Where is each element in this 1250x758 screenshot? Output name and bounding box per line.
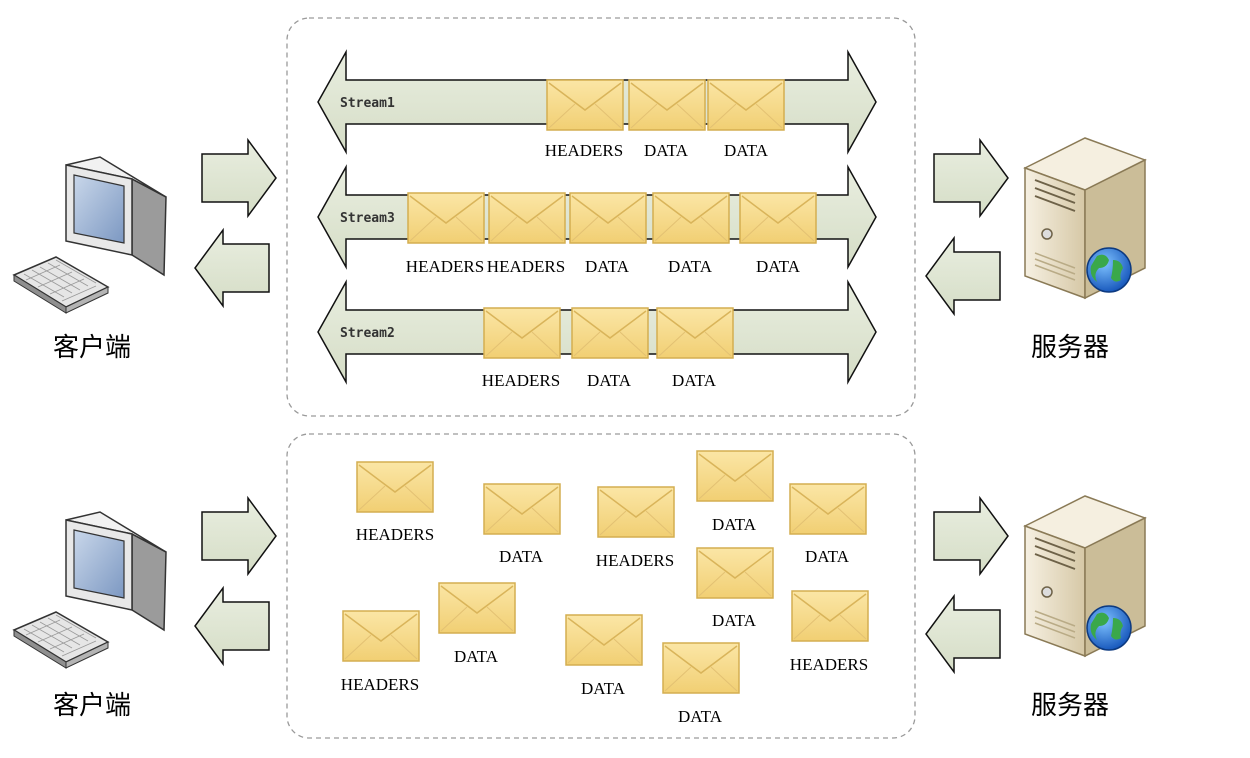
frame-label: HEADERS — [406, 257, 484, 276]
frame-label: HEADERS — [790, 655, 868, 674]
envelope-icon — [739, 192, 817, 244]
frame-label: DATA — [756, 257, 801, 276]
frame-label: HEADERS — [487, 257, 565, 276]
envelope-icon — [662, 642, 740, 694]
arrow-left-icon — [194, 229, 270, 307]
frame-label: DATA — [672, 371, 717, 390]
stream-label: Stream1 — [340, 96, 395, 111]
frame-label: DATA — [712, 611, 757, 630]
frame-label: DATA — [499, 547, 544, 566]
envelope-icon — [696, 450, 774, 502]
arrow-right-icon — [201, 139, 277, 217]
top-panel-border — [286, 17, 916, 417]
frame-label: DATA — [585, 257, 630, 276]
frame-label: DATA — [805, 547, 850, 566]
envelope-icon — [483, 307, 561, 359]
bottom-client-label: 客户端 — [53, 691, 131, 721]
envelope-icon — [569, 192, 647, 244]
top-server-label: 服务器 — [1031, 333, 1109, 363]
envelope-icon — [696, 547, 774, 599]
frame-label: DATA — [587, 371, 632, 390]
envelope-icon — [791, 590, 869, 642]
arrow-right-icon — [933, 497, 1009, 575]
client-computer-icon — [13, 156, 167, 314]
bottom-server-label: 服务器 — [1031, 691, 1109, 721]
envelope-icon — [438, 582, 516, 634]
envelope-icon — [546, 79, 624, 131]
envelope-icon — [407, 192, 485, 244]
frame-label: DATA — [454, 647, 499, 666]
envelope-icon — [356, 461, 434, 513]
envelope-icon — [707, 79, 785, 131]
arrow-left-icon — [925, 595, 1001, 673]
frame-label: DATA — [712, 515, 757, 534]
stream-label: Stream3 — [340, 211, 395, 226]
frame-label: DATA — [724, 141, 769, 160]
envelope-icon — [597, 486, 675, 538]
frame-label: HEADERS — [341, 675, 419, 694]
arrow-right-icon — [201, 497, 277, 575]
envelope-icon — [571, 307, 649, 359]
top-client-label: 客户端 — [53, 333, 131, 363]
envelope-icon — [342, 610, 420, 662]
frame-label: DATA — [644, 141, 689, 160]
envelope-icon — [488, 192, 566, 244]
envelope-icon — [565, 614, 643, 666]
envelope-icon — [789, 483, 867, 535]
envelope-icon — [628, 79, 706, 131]
server-globe-icon — [1024, 495, 1146, 657]
frame-label: HEADERS — [545, 141, 623, 160]
frame-label: DATA — [678, 707, 723, 726]
frame-label: HEADERS — [482, 371, 560, 390]
envelope-icon — [656, 307, 734, 359]
arrow-right-icon — [933, 139, 1009, 217]
stream-label: Stream2 — [340, 326, 395, 341]
envelope-icon — [652, 192, 730, 244]
arrow-left-icon — [194, 587, 270, 665]
frame-label: DATA — [668, 257, 713, 276]
frame-label: DATA — [581, 679, 626, 698]
frame-label: HEADERS — [596, 551, 674, 570]
frame-label: HEADERS — [356, 525, 434, 544]
server-globe-icon — [1024, 137, 1146, 299]
envelope-icon — [483, 483, 561, 535]
arrow-left-icon — [925, 237, 1001, 315]
client-computer-icon — [13, 511, 167, 669]
bottom-panel-border — [286, 433, 916, 739]
